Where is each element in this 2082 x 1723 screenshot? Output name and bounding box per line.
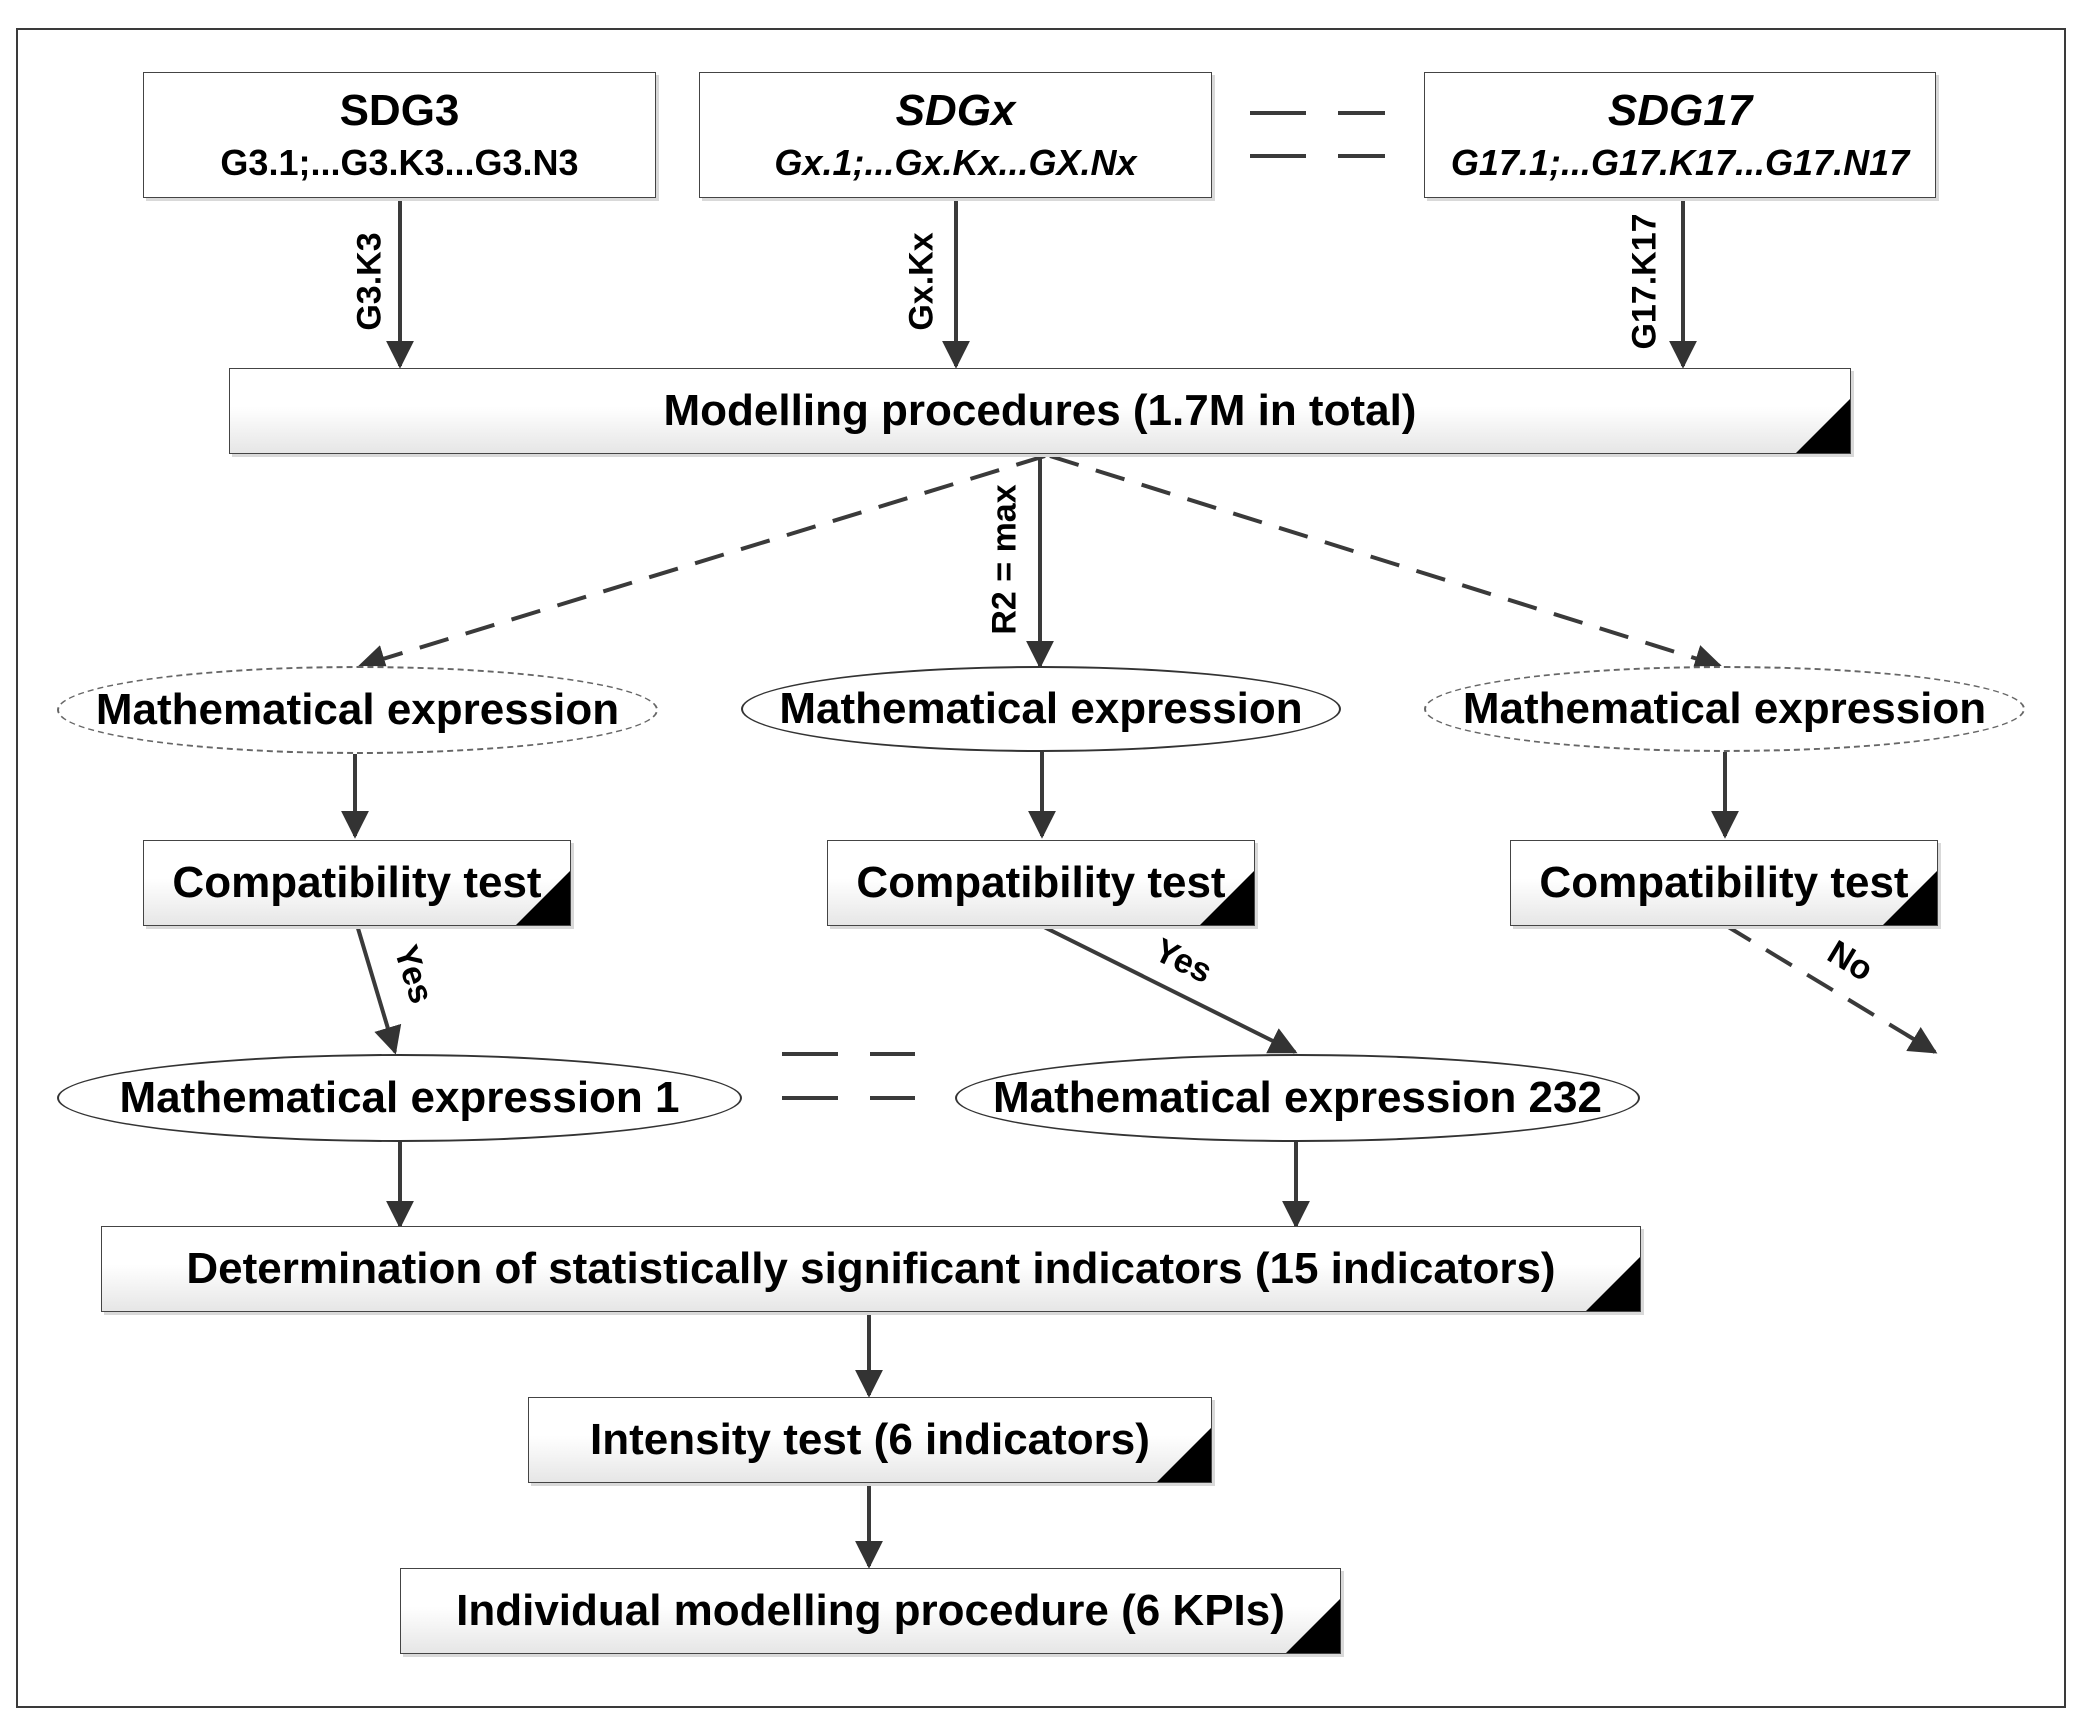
intensity-test-box: Intensity test (6 indicators) bbox=[528, 1397, 1212, 1483]
box-corner-mark bbox=[1157, 1428, 1211, 1482]
expression-1-ellipse: Mathematical expression 1 bbox=[57, 1054, 742, 1142]
link-label-g17k17: G17.K17 bbox=[1625, 213, 1664, 350]
expression-right-label: Mathematical expression bbox=[1462, 684, 1987, 733]
sdgx-title: SDGx bbox=[895, 86, 1016, 135]
diagram-frame bbox=[16, 28, 2066, 1708]
sdgx-items: Gx.1;...Gx.Kx...GX.Nx bbox=[774, 142, 1137, 183]
arrow-no-right bbox=[1723, 923, 1938, 1054]
arrow-yes-left bbox=[355, 924, 402, 1055]
box-corner-mark bbox=[1796, 399, 1850, 453]
r2-max-label: R2 = max bbox=[985, 484, 1024, 635]
compatibility-right-label: Compatibility test bbox=[1539, 858, 1909, 907]
expression-ellipse-right: Mathematical expression bbox=[1424, 666, 2025, 752]
expression-1-label: Mathematical expression 1 bbox=[119, 1073, 680, 1122]
determination-box: Determination of statistically significa… bbox=[101, 1226, 1641, 1312]
expression-232-ellipse: Mathematical expression 232 bbox=[955, 1054, 1640, 1142]
expression-ellipse-mid: Mathematical expression bbox=[741, 666, 1341, 752]
box-corner-mark bbox=[1286, 1599, 1340, 1653]
sdg17-title: SDG17 bbox=[1607, 86, 1753, 135]
compatibility-test-left: Compatibility test bbox=[143, 840, 571, 926]
compatibility-mid-label: Compatibility test bbox=[856, 858, 1226, 907]
expression-ellipse-left: Mathematical expression bbox=[57, 666, 658, 754]
intensity-test-label: Intensity test (6 indicators) bbox=[590, 1415, 1150, 1464]
sdg17-items: G17.1;...G17.K17...G17.N17 bbox=[1450, 142, 1910, 183]
compatibility-left-label: Compatibility test bbox=[172, 858, 542, 907]
arrow-modelling-expr-left bbox=[357, 454, 1046, 672]
expression-left-label: Mathematical expression bbox=[95, 685, 620, 734]
sdg3-items: G3.1;...G3.K3...G3.N3 bbox=[220, 142, 579, 183]
ellipsis-dashes bbox=[782, 111, 1385, 1100]
modelling-procedures-label: Modelling procedures (1.7M in total) bbox=[663, 386, 1417, 435]
expression-232-label: Mathematical expression 232 bbox=[993, 1073, 1602, 1122]
sdg3-box: SDG3 G3.1;...G3.K3...G3.N3 bbox=[143, 72, 656, 198]
sdgx-box: SDGx Gx.1;...Gx.Kx...GX.Nx bbox=[699, 72, 1212, 198]
individual-modelling-label: Individual modelling procedure (6 KPIs) bbox=[456, 1586, 1285, 1635]
box-corner-mark bbox=[1586, 1257, 1640, 1311]
compatibility-test-right: Compatibility test bbox=[1510, 840, 1938, 926]
individual-modelling-box: Individual modelling procedure (6 KPIs) bbox=[400, 1568, 1341, 1654]
link-label-gxkx: Gx.Kx bbox=[902, 232, 941, 331]
sdg17-box: SDG17 G17.1;...G17.K17...G17.N17 bbox=[1424, 72, 1936, 198]
arrow-modelling-expr-right bbox=[1049, 454, 1723, 672]
determination-label: Determination of statistically significa… bbox=[186, 1244, 1556, 1293]
box-corner-mark bbox=[516, 871, 570, 925]
box-corner-mark bbox=[1200, 871, 1254, 925]
compatibility-test-mid: Compatibility test bbox=[827, 840, 1255, 926]
link-label-g3k3: G3.K3 bbox=[350, 232, 389, 331]
modelling-procedures-box: Modelling procedures (1.7M in total) bbox=[229, 368, 1851, 454]
sdg3-title: SDG3 bbox=[339, 86, 460, 135]
box-corner-mark bbox=[1883, 871, 1937, 925]
expression-mid-label: Mathematical expression bbox=[779, 684, 1303, 733]
arrow-yes-mid bbox=[1039, 923, 1298, 1054]
